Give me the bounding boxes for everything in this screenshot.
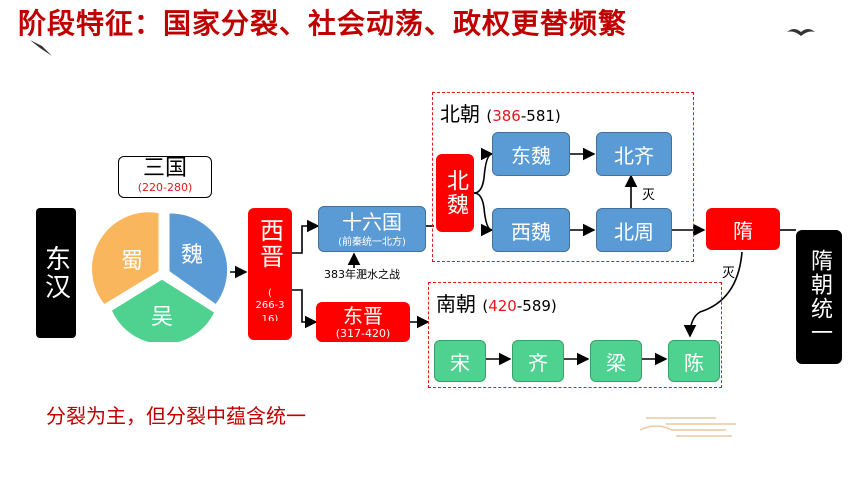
summary-text: 分裂为主，但分裂中蕴含统一 (46, 404, 306, 428)
shiliuguo-note: (前秦统一北方) (338, 236, 406, 248)
nanchao-label: 南朝 (436, 292, 476, 316)
cloud-decoration-icon (639, 417, 736, 437)
nanchao-group (428, 282, 722, 388)
pie-label-wu: 吴 (151, 305, 173, 330)
mie-label-beiqi: 灭 (642, 188, 656, 203)
sui-box: 隋 (706, 208, 780, 250)
beiwei-box: 北魏 (436, 154, 474, 232)
beichao-rest: -581) (520, 107, 561, 125)
xijin-box: 西晋 ( 266-316) (248, 208, 292, 340)
pie-slice-wu (108, 276, 218, 342)
dongwei-box: 东魏 (492, 132, 570, 176)
beichao-paren: ( (486, 107, 493, 125)
mie-label-chen: 灭 (722, 266, 736, 281)
xiwei-box: 西魏 (492, 208, 570, 252)
beichao-label: 北朝 (440, 102, 480, 126)
feishui-label: 383年淝水之战 (324, 268, 400, 281)
donghan-box: 东汉 (36, 208, 76, 338)
suichao-box: 隋朝统一 (796, 230, 842, 364)
beichao-start: 386 (492, 107, 521, 125)
beichao-group (432, 92, 694, 262)
xijin-years: 266-316) (255, 300, 285, 321)
sanguo-title: 三国 (142, 156, 187, 181)
sanguo-label-box: 三国 (220-280) (118, 156, 212, 198)
bird-icon (30, 40, 52, 56)
pie-label-wei: 魏 (181, 243, 203, 268)
pie-slice-wei (166, 210, 231, 309)
page-title: 阶段特征：国家分裂、社会动荡、政权更替频繁 (18, 7, 628, 40)
state-chen-box: 陈 (668, 340, 720, 382)
dongjin-label: 东晋 (343, 303, 383, 328)
nanchao-rest: -589) (516, 297, 557, 315)
beizhou-box: 北周 (596, 208, 672, 252)
sanguo-years: (220-280) (137, 181, 193, 194)
state-qi-box: 齐 (512, 340, 564, 382)
pie-label-shu: 蜀 (121, 249, 143, 274)
shiliuguo-label: 十六国 (342, 209, 402, 234)
nanchao-start: 420 (488, 297, 517, 315)
xijin-label: 西晋 (255, 218, 284, 270)
nanchao-paren: ( (482, 297, 489, 315)
state-liang-box: 梁 (590, 340, 642, 382)
bird-icon (787, 29, 815, 36)
beiqi-box: 北齐 (596, 132, 672, 176)
xijin-years-open: ( (268, 288, 272, 299)
sanguo-pie-chart: 魏 吴 蜀 (92, 209, 231, 342)
dongjin-years: (317-420) (335, 326, 391, 340)
nanchao-heading: 南朝 (420-589) (436, 288, 557, 317)
shiliuguo-box: 十六国 (前秦统一北方) (318, 206, 426, 252)
dongjin-box: 东晋 (317-420) (316, 302, 410, 342)
state-song-box: 宋 (434, 340, 486, 382)
beichao-heading: 北朝 (386-581) (440, 98, 561, 127)
pie-slice-shu (92, 209, 162, 308)
